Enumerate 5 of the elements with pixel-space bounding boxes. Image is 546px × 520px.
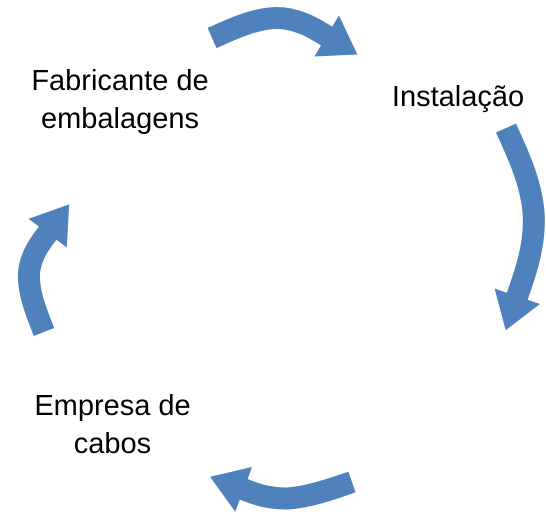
node-label: Empresa de cabos <box>33 389 192 462</box>
node-label: Instalação <box>392 80 524 115</box>
node-label: Fabricante de embalagens <box>30 64 210 137</box>
curved-arrow <box>494 124 545 330</box>
curved-arrow <box>210 466 356 512</box>
